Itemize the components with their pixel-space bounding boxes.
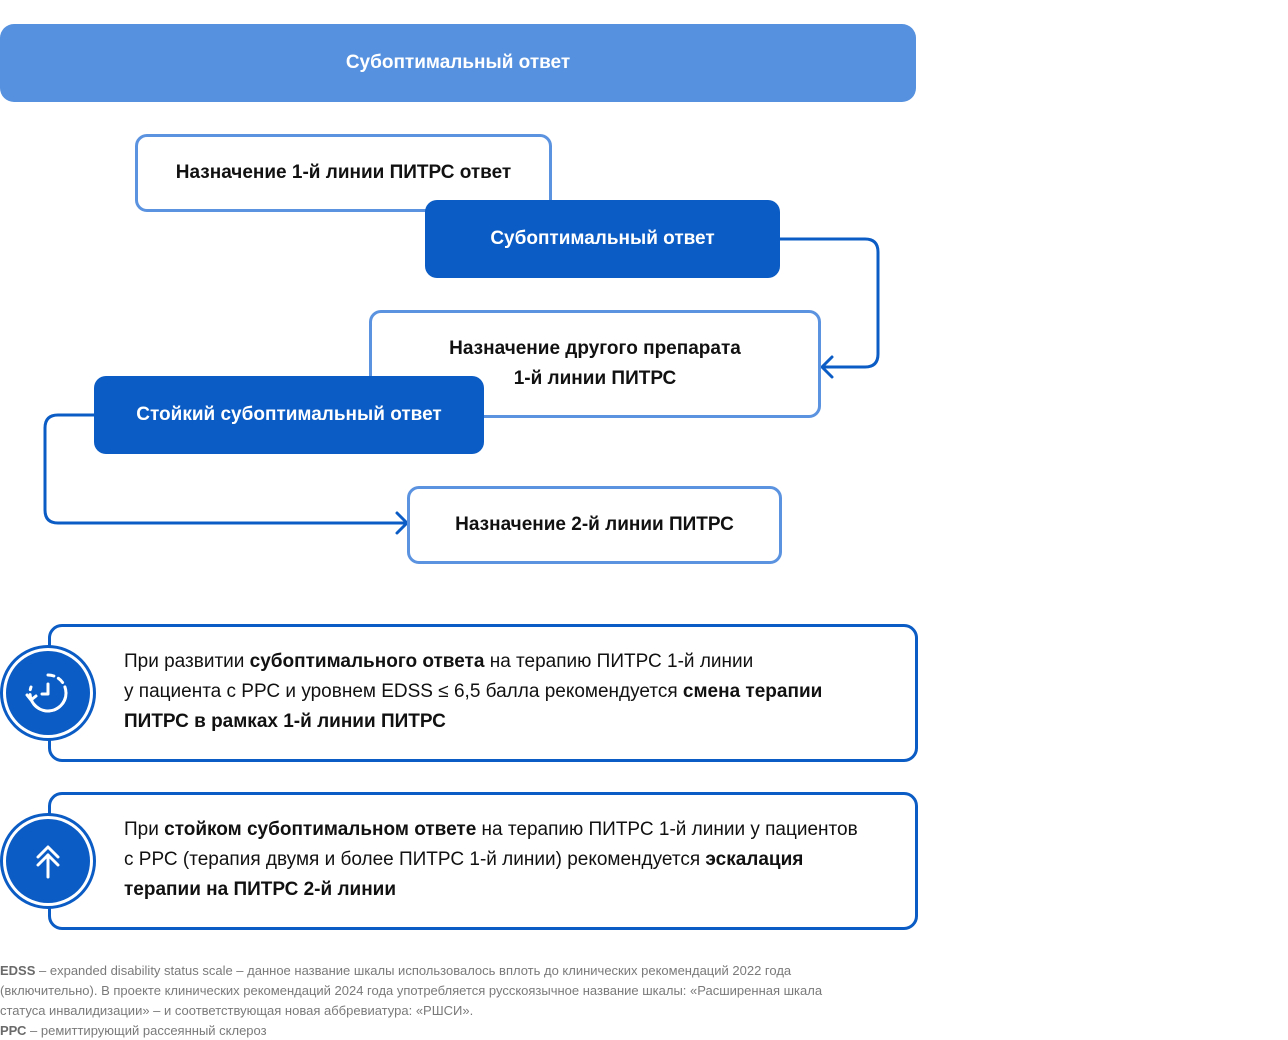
- card2-bold-part: терапии на ПИТРС 2-й линии: [124, 879, 397, 900]
- card2-line3: терапии на ПИТРС 2-й линии: [124, 875, 891, 905]
- card1-bold-part: ПИТРС в рамках 1-й линии ПИТРС: [124, 711, 446, 732]
- step3-label-line2: 1-й линии ПИТРС: [513, 368, 677, 389]
- step-persistent-suboptimal-response: Стойкий субоптимальный ответ: [94, 376, 484, 454]
- footnote-rrs: РРС – ремиттирующий рассеянный склероз: [0, 1021, 880, 1040]
- step2-label: Субоптимальный ответ: [490, 228, 715, 249]
- step-suboptimal-response: Субоптимальный ответ: [425, 200, 780, 278]
- recommendation-card-escalation: При стойком субоптимальном ответе на тер…: [48, 792, 918, 930]
- card2-text-part: на терапию ПИТРС 1-й линии у пациентов: [476, 819, 858, 840]
- footnote-term: EDSS: [0, 963, 36, 978]
- footnote-term: РРС: [0, 1023, 27, 1038]
- card1-bold-part: смена терапии: [682, 681, 823, 702]
- connector-step4-to-step5: [43, 413, 405, 525]
- card1-bold-part: субоптимального ответа: [249, 651, 485, 672]
- footnote-text: – ремиттирующий рассеянный склероз: [26, 1023, 267, 1038]
- arrow-up-icon: [0, 813, 96, 909]
- card2-bold-part: стойком субоптимальном ответе: [164, 819, 477, 840]
- card1-text-part: у пациента с РРС и уровнем EDSS ≤ 6,5 ба…: [124, 681, 683, 702]
- card2-text-part: При: [124, 819, 165, 840]
- card2-bold-part: эскалация: [705, 849, 804, 870]
- step-first-line-therapy: Назначение 1-й линии ПИТРС ответ: [135, 134, 552, 212]
- card2-line2: с РРС (терапия двумя и более ПИТРС 1-й л…: [124, 845, 891, 875]
- step1-label: Назначение 1-й линии ПИТРС ответ: [175, 162, 512, 183]
- footnote-edss-line3: статуса инвалидизации» – и соответствующ…: [0, 1003, 474, 1018]
- card2-text-part: с РРС (терапия двумя и более ПИТРС 1-й л…: [124, 849, 706, 870]
- card2-line1: При стойком субоптимальном ответе на тер…: [124, 815, 891, 845]
- arrowhead-step3: [820, 355, 834, 379]
- card1-line1: При развитии субоптимального ответа на т…: [124, 647, 891, 677]
- card1-text-part: При развитии: [124, 651, 250, 672]
- footnote-edss-line1: EDSS – expanded disability status scale …: [0, 961, 880, 981]
- recommendation-card-switch: При развитии субоптимального ответа на т…: [48, 624, 918, 762]
- connector-step2-to-step3: [780, 237, 880, 369]
- step-second-line-therapy: Назначение 2-й линии ПИТРС: [407, 486, 782, 564]
- step3-label-line1: Назначение другого препарата: [449, 338, 741, 359]
- header-bar: Субоптимальный ответ: [0, 24, 916, 102]
- clock-cycle-icon: [0, 645, 96, 741]
- card1-line3: ПИТРС в рамках 1-й линии ПИТРС: [124, 707, 891, 737]
- footnote-text: – expanded disability status scale – дан…: [35, 963, 792, 978]
- card1-line2: у пациента с РРС и уровнем EDSS ≤ 6,5 ба…: [124, 677, 891, 707]
- footnotes: EDSS – expanded disability status scale …: [0, 961, 880, 1040]
- card1-text-part: на терапию ПИТРС 1-й линии: [484, 651, 754, 672]
- header-label: Субоптимальный ответ: [345, 52, 571, 73]
- step4-label: Стойкий субоптимальный ответ: [136, 404, 442, 425]
- footnote-edss-line2: (включительно). В проекте клинических ре…: [0, 983, 823, 998]
- step5-label: Назначение 2-й линии ПИТРС: [455, 514, 734, 535]
